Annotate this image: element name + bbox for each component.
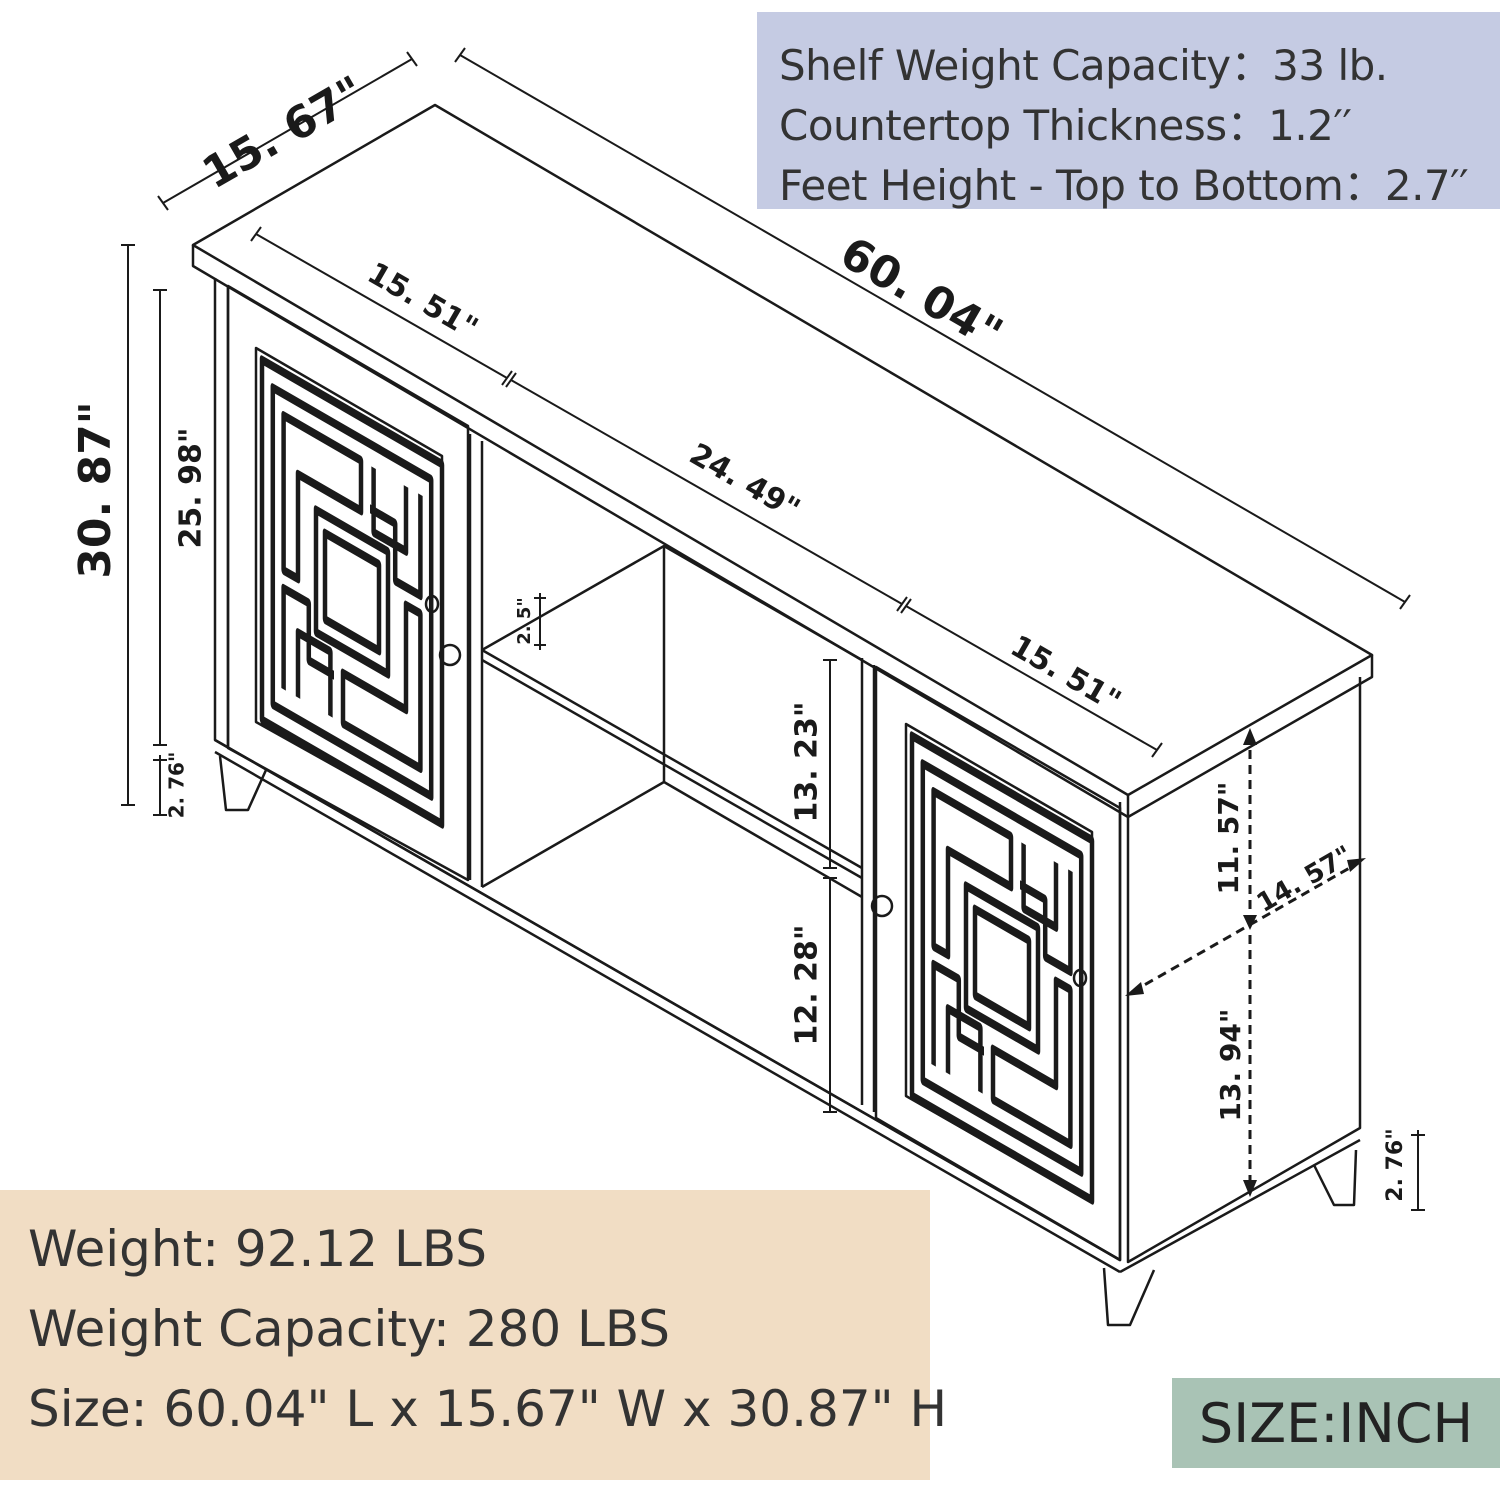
dim-lower-opening: 12. 28" [790, 925, 825, 1046]
cabinet-side [1126, 677, 1362, 1264]
dim-right-feet-height: 2. 76" [1383, 1128, 1408, 1201]
dim-side-upper: 11. 57" [1212, 782, 1245, 895]
right-door [870, 665, 1122, 1262]
dim-left-door-width: 15. 51" [361, 256, 483, 347]
spec-weight: Weight: 92.12 LBS [28, 1220, 487, 1278]
dim-top-depth: 15. 67" [194, 66, 373, 199]
dim-side-depth: 14. 57" [1252, 840, 1358, 918]
dim-shelf-thickness: 2. 5" [514, 597, 535, 645]
unit-label: SIZE:INCH [1198, 1391, 1474, 1455]
specs-bottom-panel: Weight: 92.12 LBS Weight Capacity: 280 L… [0, 1190, 947, 1480]
cabinet-feet [218, 755, 1358, 1327]
unit-badge: SIZE:INCH [1172, 1378, 1500, 1468]
dim-right-door-width: 15. 51" [1004, 629, 1126, 720]
middle-shelf [481, 544, 863, 899]
dim-total-height: 30. 87" [70, 401, 121, 578]
dim-body-height: 25. 98" [174, 428, 209, 549]
spec-weight-capacity: Weight Capacity: 280 LBS [28, 1300, 671, 1358]
cabinet-drawing [191, 103, 1374, 1327]
side-dimension-arrows [1131, 735, 1361, 1190]
specs-top-panel: Shelf Weight Capacity：33 lb. Countertop … [757, 12, 1500, 210]
dimension-lines [121, 47, 1425, 1211]
dim-left-feet-height: 2. 76" [165, 752, 189, 819]
left-door [226, 284, 470, 882]
spec-feet-height: Feet Height - Top to Bottom：2.7′′ [779, 161, 1469, 210]
dim-upper-opening: 13. 23" [790, 702, 825, 823]
dim-total-length: 60. 04" [832, 227, 1011, 360]
spec-countertop-thickness: Countertop Thickness：1.2′′ [779, 101, 1352, 150]
spec-size: Size: 60.04" L x 15.67" W x 30.87" H [28, 1380, 948, 1438]
dim-side-lower: 13. 94" [1214, 1009, 1247, 1122]
side-arrowheads [1125, 728, 1366, 1197]
spec-shelf-capacity: Shelf Weight Capacity：33 lb. [779, 41, 1388, 90]
